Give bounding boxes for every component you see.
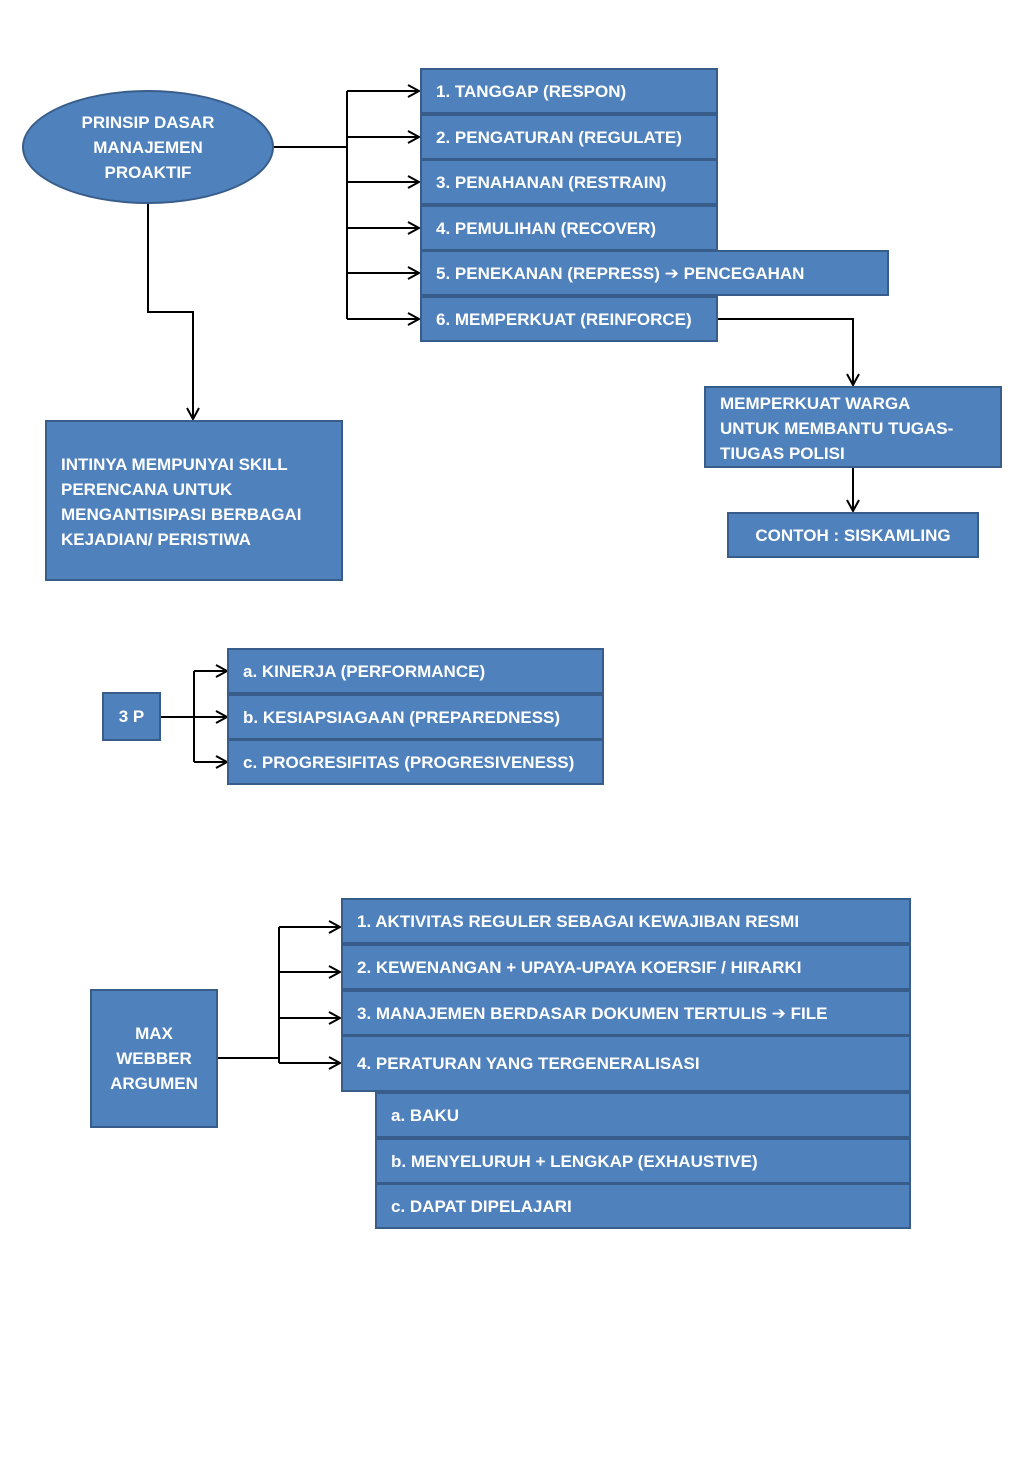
max-webber-box: MAX WEBBER ARGUMEN bbox=[90, 989, 218, 1128]
principle-item-regulate: 2. PENGATURAN (REGULATE) bbox=[420, 114, 718, 160]
core-skill-box: INTINYA MEMPUNYAI SKILL PERENCANA UNTUK … bbox=[45, 420, 343, 581]
arrowhead bbox=[407, 130, 422, 144]
principle-item-respon: 1. TANGGAP (RESPON) bbox=[420, 68, 718, 114]
webber-subitem-c: c. DAPAT DIPELAJARI bbox=[375, 1183, 911, 1229]
webber-item-2: 2. KEWENANGAN + UPAYA-UPAYA KOERSIF / HI… bbox=[341, 944, 911, 990]
arrowhead bbox=[846, 373, 860, 388]
connector-root-to-list bbox=[274, 91, 348, 319]
arrowhead bbox=[407, 312, 422, 326]
arrowhead bbox=[328, 1011, 343, 1025]
principle-item-reinforce: 6. MEMPERKUAT (REINFORCE) bbox=[420, 296, 718, 342]
principle-item-restrain: 3. PENAHANAN (RESTRAIN) bbox=[420, 159, 718, 205]
arrowhead bbox=[328, 920, 343, 934]
arrowhead bbox=[407, 175, 422, 189]
arrowhead bbox=[407, 84, 422, 98]
arrowhead bbox=[215, 755, 230, 769]
arrowhead bbox=[186, 407, 200, 422]
three-p-item-progresiveness: c. PROGRESIFITAS (PROGRESIVENESS) bbox=[227, 739, 604, 785]
connector-3p-to-list bbox=[160, 671, 195, 762]
webber-subitem-a: a. BAKU bbox=[375, 1092, 911, 1138]
webber-item-4: 4. PERATURAN YANG TERGENERALISASI bbox=[341, 1035, 911, 1092]
webber-subitem-b: b. MENYELURUH + LENGKAP (EXHAUSTIVE) bbox=[375, 1138, 911, 1184]
arrowhead bbox=[328, 965, 343, 979]
arrowhead bbox=[328, 1056, 343, 1070]
arrowhead bbox=[407, 221, 422, 235]
connector-webber-to-list bbox=[217, 927, 280, 1063]
principle-item-repress: 5. PENEKANAN (REPRESS) ➔ PENCEGAHAN bbox=[420, 250, 889, 296]
webber-item-3: 3. MANAJEMEN BERDASAR DOKUMEN TERTULIS ➔… bbox=[341, 990, 911, 1036]
arrowhead bbox=[407, 266, 422, 280]
three-p-box: 3 P bbox=[102, 692, 161, 741]
principle-root-ellipse: PRINSIP DASAR MANAJEMEN PROAKTIF bbox=[22, 90, 274, 204]
example-box: CONTOH : SISKAMLING bbox=[727, 512, 979, 558]
principle-item-recover: 4. PEMULIHAN (RECOVER) bbox=[420, 205, 718, 251]
three-p-item-preparedness: b. KESIAPSIAGAAN (PREPAREDNESS) bbox=[227, 694, 604, 740]
webber-item-1: 1. AKTIVITAS REGULER SEBAGAI KEWAJIBAN R… bbox=[341, 898, 911, 944]
reinforce-detail-box: MEMPERKUAT WARGA UNTUK MEMBANTU TUGAS- T… bbox=[704, 386, 1002, 468]
arrowhead bbox=[846, 499, 860, 514]
connector-root-to-skill bbox=[147, 204, 194, 418]
three-p-item-performance: a. KINERJA (PERFORMANCE) bbox=[227, 648, 604, 694]
connector-reinforce-to-detail bbox=[717, 318, 854, 384]
arrowhead bbox=[215, 664, 230, 678]
arrowhead bbox=[215, 710, 230, 724]
